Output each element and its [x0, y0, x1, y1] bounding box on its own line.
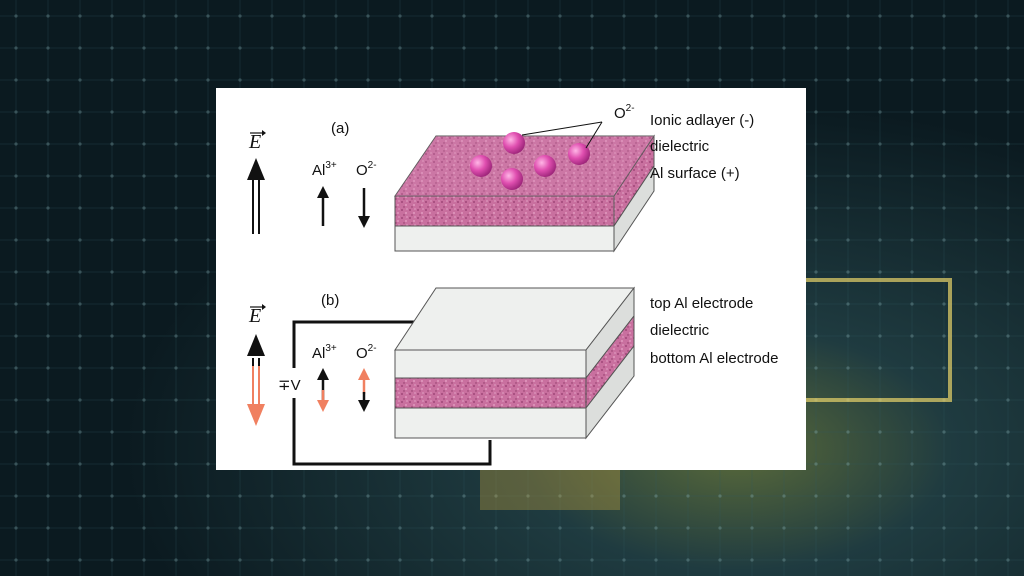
al-arrowhead-a [317, 186, 329, 198]
oxygen-ion [503, 132, 525, 154]
layer-label-dielectric-b: dielectric [650, 322, 710, 339]
o-ion-label-a: O2- [356, 160, 377, 179]
bottom-electrode-side-b [585, 344, 635, 440]
field-arrow-b [247, 334, 265, 426]
dielectric-front-b [394, 377, 587, 409]
vector-tip-b [262, 304, 266, 310]
oxygen-ion [568, 143, 590, 165]
figure-panel: (a) E Al3+ O2- [216, 88, 806, 470]
layer-label-bottom-electrode: bottom Al electrode [650, 350, 778, 367]
o-arrowhead-b-up [358, 368, 370, 380]
layer-diagram: (a) E Al3+ O2- [247, 103, 778, 466]
field-symbol-b: E [248, 305, 261, 327]
bottom-electrode-front-b [394, 407, 587, 439]
al-ion-label-b: Al3+ [312, 343, 337, 362]
dielectric-front-a [394, 195, 615, 227]
callout-line [521, 121, 603, 136]
oxygen-callout-label: O2- [614, 103, 635, 122]
layer-label-al-surface: Al surface (+) [650, 165, 740, 182]
o-ion-label-b: O2- [356, 343, 377, 362]
panel-a-label: (a) [331, 120, 349, 137]
panel-b-label: (b) [321, 292, 339, 309]
slab-b [394, 286, 636, 440]
layer-label-top-electrode: top Al electrode [650, 295, 753, 312]
al-ion-label-a: Al3+ [312, 160, 337, 179]
voltage-label: ∓V [278, 377, 301, 394]
panel-a: (a) E Al3+ O2- [247, 103, 754, 253]
vector-tip-a [262, 130, 266, 136]
o-arrowhead-a [358, 216, 370, 228]
o-arrowhead-b-down [358, 400, 370, 412]
oxygen-ions [470, 132, 590, 190]
al-surface-side-a [613, 164, 655, 253]
al-arrowhead-b-up [317, 368, 329, 380]
layer-label-dielectric-a: dielectric [650, 138, 710, 155]
field-arrow-a [247, 158, 265, 234]
slab-a [394, 134, 655, 253]
panel-b: (b) E ∓V Al3+ [247, 286, 778, 466]
callout-line [585, 121, 603, 149]
oxygen-ion [534, 155, 556, 177]
al-arrowhead-b-down [317, 400, 329, 412]
oxygen-ion [501, 168, 523, 190]
top-electrode-front-b [394, 349, 587, 379]
layer-label-adlayer: Ionic adlayer (-) [650, 112, 754, 129]
oxygen-ion [470, 155, 492, 177]
al-surface-front-a [394, 225, 615, 252]
field-symbol-a: E [248, 131, 261, 153]
